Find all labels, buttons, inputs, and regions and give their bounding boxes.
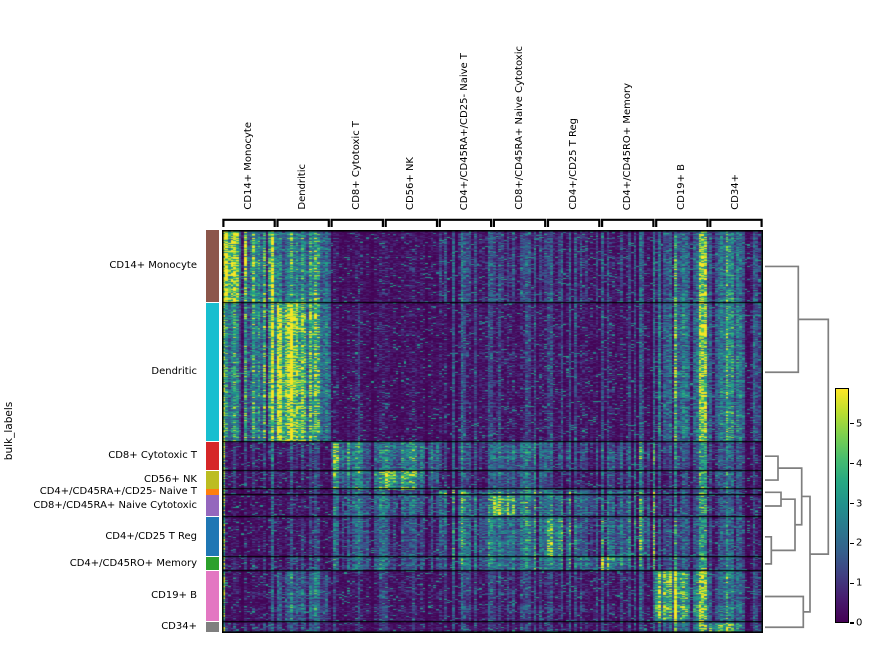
col-group-bracket-7 [601, 218, 655, 227]
row-category-swatch-6 [206, 516, 219, 557]
y-axis-label: bulk_labels [3, 401, 15, 461]
colorbar-tick-label-4: 4 [856, 457, 863, 469]
col-label-3: CD56+ NK [405, 156, 417, 210]
row-label-2: CD8+ Cytotoxic T [108, 450, 197, 462]
row-label-7: CD4+/CD45RO+ Memory [69, 557, 197, 569]
colorbar-tick-1 [850, 582, 854, 584]
dendrogram-link-M7 [765, 595, 805, 629]
colorbar-tick-label-3: 3 [856, 497, 863, 509]
row-label-5: CD8+/CD45RA+ Naive Cytotoxic [33, 499, 197, 511]
row-label-8: CD19+ B [151, 590, 197, 602]
colorbar-tick-4 [850, 463, 854, 465]
row-category-swatch-1 [206, 302, 219, 442]
row-category-swatch-5 [206, 495, 219, 517]
col-group-bracket-0 [222, 218, 276, 227]
row-label-9: CD34+ [161, 621, 197, 633]
dendrogram-link-M8 [801, 495, 811, 613]
col-label-9: CD34+ [729, 174, 741, 210]
dendrogram-link-M9 [798, 318, 830, 556]
colorbar-tick-label-2: 2 [856, 537, 863, 549]
dendrogram-link-M5 [771, 498, 796, 552]
dendrogram-link-M1 [765, 265, 800, 374]
col-group-bracket-5 [492, 218, 547, 227]
col-label-4: CD4+/CD45RA+/CD25- Naive T [459, 52, 471, 210]
colorbar-tick-label-0: 0 [856, 617, 863, 629]
row-category-swatch-7 [206, 556, 219, 571]
col-group-bracket-2 [330, 218, 384, 227]
colorbar-tick-3 [850, 502, 854, 505]
row-category-swatch-3 [206, 470, 219, 489]
colorbar-tick-2 [850, 542, 854, 544]
colorbar-tick-5 [850, 423, 854, 425]
col-group-bracket-9 [709, 218, 763, 227]
col-label-2: CD8+ Cytotoxic T [351, 121, 363, 210]
colorbar-tick-0 [850, 622, 854, 624]
col-label-1: Dendritic [297, 164, 309, 210]
col-label-0: CD14+ Monocyte [243, 122, 255, 210]
dendrogram-link-M4 [765, 535, 773, 565]
row-label-4: CD4+/CD45RA+/CD25- Naive T [39, 486, 197, 498]
col-group-bracket-3 [384, 218, 439, 227]
row-label-0: CD14+ Monocyte [109, 260, 197, 272]
col-group-bracket-1 [276, 218, 330, 227]
row-category-swatch-0 [206, 230, 219, 303]
row-category-swatch-9 [206, 622, 219, 632]
row-category-swatch-2 [206, 441, 219, 471]
col-group-bracket-4 [438, 218, 493, 227]
colorbar-tick-label-5: 5 [856, 418, 863, 430]
dendrogram-link-M3 [765, 491, 782, 507]
col-label-7: CD4+/CD45RO+ Memory [621, 82, 633, 210]
col-label-5: CD8+/CD45RA+ Naive Cytotoxic [513, 46, 525, 210]
colorbar [835, 388, 849, 623]
colorbar-tick-label-1: 1 [856, 577, 863, 589]
col-label-6: CD4+/CD25 T Reg [567, 118, 579, 210]
row-category-swatch-4 [206, 489, 219, 495]
col-label-8: CD19+ B [675, 164, 687, 210]
row-label-6: CD4+/CD25 T Reg [105, 530, 197, 542]
col-group-bracket-8 [655, 218, 709, 227]
dendrogram-link-M2 [765, 455, 779, 481]
dendrogram-link-M6 [778, 467, 803, 526]
row-label-1: Dendritic [151, 366, 197, 378]
col-group-bracket-6 [546, 218, 601, 227]
row-label-3: CD56+ NK [143, 473, 197, 485]
heatmap-canvas [222, 230, 763, 633]
row-category-swatch-8 [206, 570, 219, 622]
